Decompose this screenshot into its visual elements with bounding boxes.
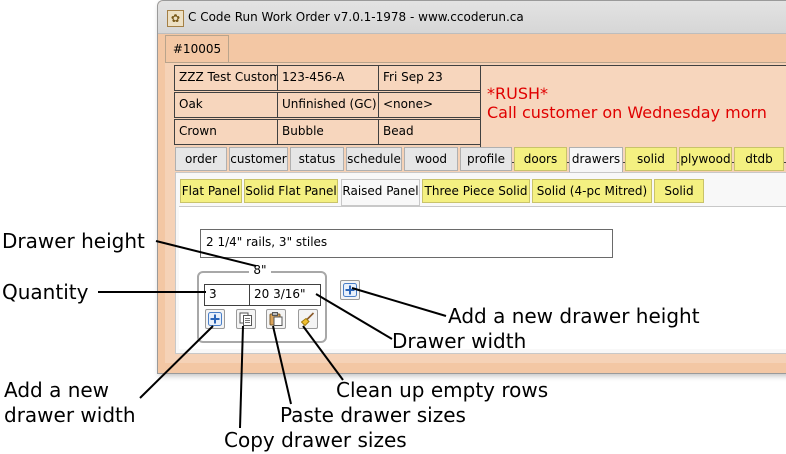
add-height-button[interactable] [340, 280, 360, 300]
tab-wood[interactable]: wood [404, 147, 458, 171]
app-icon: ✿ [167, 10, 184, 27]
annotation-copy: Copy drawer sizes [224, 428, 407, 452]
add-icon [208, 312, 222, 326]
annotation-paste: Paste drawer sizes [280, 403, 466, 427]
annotation-drawer-width: Drawer width [392, 329, 527, 353]
subtab-flat-panel[interactable]: Flat Panel [180, 179, 242, 203]
annotation-add-width-line1: Add a new [4, 378, 110, 402]
tab-doors[interactable]: doors [514, 147, 567, 171]
drawer-width-input[interactable]: 20 3/16" [249, 284, 321, 306]
clean-up-button[interactable] [298, 309, 318, 329]
annotation-clean-up: Clean up empty rows [336, 378, 549, 402]
subtab-raised-panel[interactable]: Raised Panel [341, 179, 420, 206]
option-field[interactable]: <none> [378, 92, 484, 118]
subtab-solid-4pc-mitred[interactable]: Solid (4-pc Mitred) [532, 179, 652, 203]
wood-species-field[interactable]: Oak [174, 92, 280, 118]
tab-status[interactable]: status [290, 147, 344, 171]
annotation-drawer-height: Drawer height [2, 229, 145, 253]
tab-profile[interactable]: profile [460, 147, 512, 171]
subtab-solid-flat-panel[interactable]: Solid Flat Panel [244, 179, 338, 203]
date-field[interactable]: Fri Sep 23 [378, 65, 484, 91]
customer-name-field[interactable]: ZZZ Test Customer [174, 65, 280, 91]
moulding-field[interactable]: Crown [174, 119, 280, 145]
tab-drawers[interactable]: drawers [569, 147, 623, 173]
order-code-field[interactable]: 123-456-A [277, 65, 381, 91]
annotation-add-width-line2: drawer width [4, 403, 136, 427]
subtab-solid[interactable]: Solid [654, 179, 704, 203]
broom-icon [301, 312, 315, 326]
rush-message: Call customer on Wednesday morn [487, 103, 767, 122]
annotation-add-height: Add a new drawer height [448, 304, 700, 328]
tab-solid[interactable]: solid [625, 147, 677, 171]
drawer-description-input[interactable]: 2 1/4" rails, 3" stiles [200, 229, 613, 258]
rush-label: *RUSH* [487, 84, 549, 103]
tab-schedule[interactable]: schedule [346, 147, 402, 171]
title-bar[interactable]: ✿ C Code Run Work Order v7.0.1-1978 - ww… [158, 1, 786, 34]
subtab-three-piece-solid[interactable]: Three Piece Solid [422, 179, 530, 203]
paste-icon [269, 312, 283, 326]
rush-notice: *RUSH* Call customer on Wednesday morn [480, 65, 786, 163]
annotation-quantity: Quantity [2, 280, 89, 304]
tab-dtdb[interactable]: dtdb [734, 147, 784, 171]
add-width-button[interactable] [205, 309, 225, 329]
tab-plywood[interactable]: plywood [679, 147, 732, 171]
tab-order-number[interactable]: #10005 [165, 35, 229, 64]
add-height-icon [343, 283, 357, 297]
main-tab-bar: order customer status schedule wood prof… [175, 147, 786, 173]
copy-icon [239, 312, 252, 326]
tab-customer[interactable]: customer [229, 147, 288, 171]
copy-sizes-button[interactable] [236, 309, 256, 329]
finish-field[interactable]: Unfinished (GC) [277, 92, 381, 118]
panel-profile-field[interactable]: Bubble [277, 119, 381, 145]
tab-order[interactable]: order [175, 147, 227, 171]
window-title: C Code Run Work Order v7.0.1-1978 - www.… [188, 10, 524, 24]
paste-sizes-button[interactable] [266, 309, 286, 329]
edge-profile-field[interactable]: Bead [378, 119, 484, 145]
